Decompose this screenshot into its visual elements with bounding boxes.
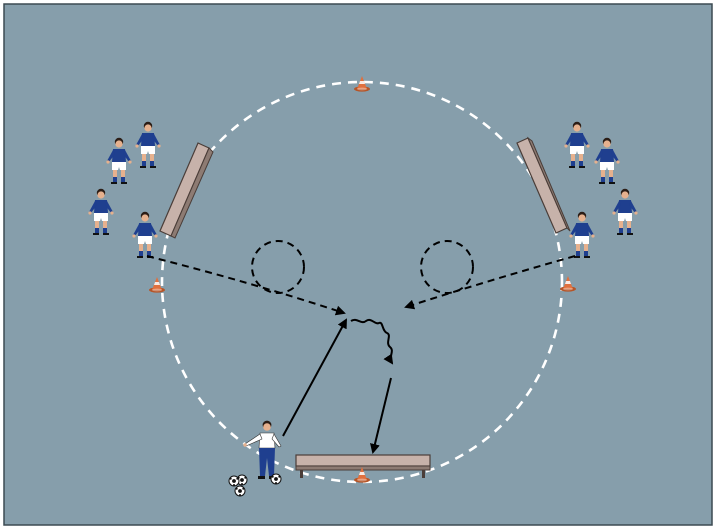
ball-icon [271,474,281,484]
ball-icon [235,486,245,496]
field-background [4,4,712,525]
ball-icon [229,476,239,486]
